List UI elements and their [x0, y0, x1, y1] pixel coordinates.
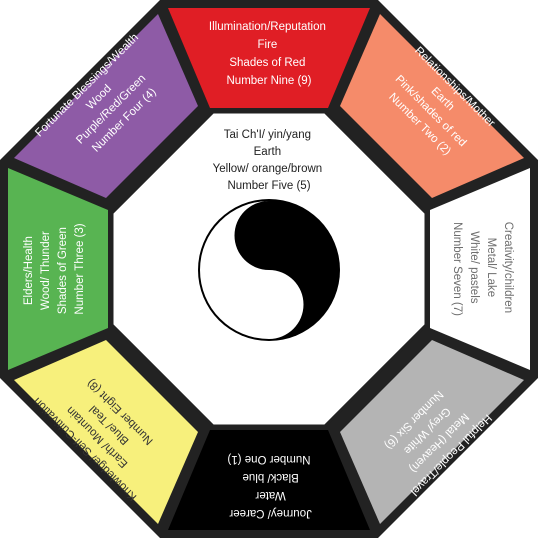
- label-line: Metal/ Lake: [485, 238, 497, 297]
- label-line: Number Three (3): [74, 223, 86, 314]
- label-line: Water: [255, 489, 285, 501]
- label-line: Fire: [257, 39, 277, 51]
- svg-text:Journey/ Career Water: Journey/ Career Water Black/ blue Number…: [226, 453, 312, 519]
- svg-text:Illumination/Reputation: Illumination/Reputation Fire Shades of R…: [209, 21, 329, 87]
- segments-group: [8, 8, 530, 530]
- label-left: Elders/Health Wood/ Thunder Shades of Gr…: [23, 223, 86, 314]
- segment-bottom: [168, 430, 370, 530]
- center-line: Earth: [254, 146, 282, 158]
- segment-top-left: [14, 14, 198, 198]
- label-line: Shades of Red: [229, 57, 305, 69]
- label-line: Illumination/Reputation: [209, 21, 326, 33]
- segment-bottom-right: [340, 340, 524, 524]
- segment-bottom-left: [14, 340, 198, 524]
- label-top: Illumination/Reputation Fire Shades of R…: [209, 21, 329, 87]
- label-line: Journey/ Career: [229, 507, 312, 519]
- label-line: Wood/ Thunder: [40, 231, 52, 310]
- svg-text:Creativity/children Me: Creativity/children Metal/ Lake White/ p…: [451, 222, 514, 317]
- center-line: Yellow/ orange/brown: [213, 163, 323, 175]
- yang-dot: [260, 295, 278, 314]
- segment-top: [168, 8, 370, 108]
- center-label: Tai Ch'I/ yin/yang Earth Yellow/ orange/…: [213, 129, 326, 192]
- label-line: Shades of Green: [57, 227, 69, 314]
- label-line: Number Seven (7): [451, 222, 463, 316]
- segment-top-right: [340, 14, 524, 198]
- yin-dot: [260, 226, 278, 245]
- label-line: White/ pastels: [468, 231, 480, 303]
- label-line: Number Nine (9): [227, 75, 312, 87]
- label-line: Black/ blue: [242, 471, 298, 483]
- center-line: Tai Ch'I/ yin/yang: [224, 129, 311, 141]
- label-line: Number One (1): [227, 453, 310, 465]
- center-line: Number Five (5): [227, 180, 310, 192]
- svg-text:Elders/Health Wood/ Th: Elders/Health Wood/ Thunder Shades of Gr…: [23, 223, 86, 314]
- segment-left: [8, 168, 108, 370]
- yin-yang-icon: [198, 199, 340, 341]
- label-line: Creativity/children: [502, 222, 514, 313]
- label-right: Creativity/children Metal/ Lake White/ p…: [451, 222, 514, 317]
- label-bottom: Journey/ Career Water Black/ blue Number…: [226, 453, 312, 519]
- label-line: Elders/Health: [23, 236, 35, 305]
- svg-text:Tai Ch'I/ yin/yang Ear: Tai Ch'I/ yin/yang Earth Yellow/ orange/…: [213, 129, 326, 192]
- segment-right: [430, 168, 530, 370]
